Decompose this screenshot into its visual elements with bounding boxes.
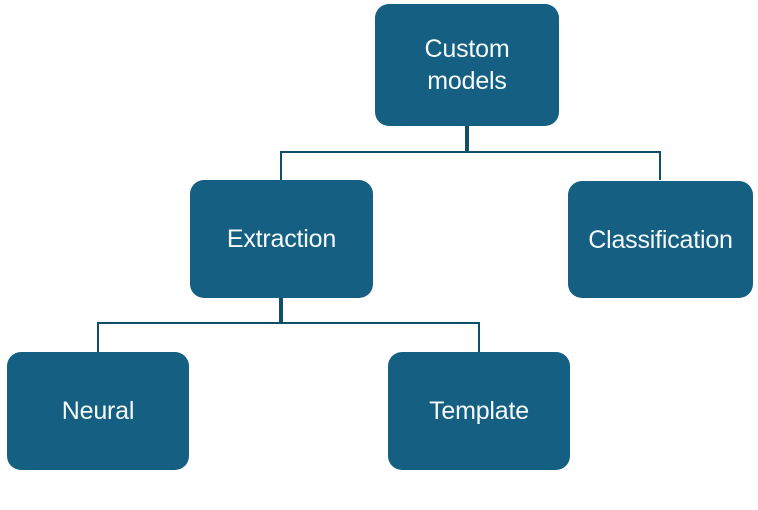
edge-hline-level-1 — [280, 151, 661, 153]
node-classification: Classification — [568, 181, 753, 298]
node-label: Classification — [588, 225, 733, 254]
node-label: Template — [429, 397, 529, 425]
node-label: Custom models — [424, 35, 510, 95]
node-extraction: Extraction — [190, 180, 373, 298]
edge-drop-classification — [659, 151, 661, 180]
node-template: Template — [388, 352, 570, 470]
node-label: Neural — [61, 397, 135, 425]
edge-drop-extraction — [280, 151, 282, 180]
edge-stub-custom-models — [465, 126, 469, 153]
node-neural: Neural — [7, 352, 189, 470]
edge-drop-template — [478, 322, 480, 352]
node-custom-models: Custom models — [375, 4, 559, 126]
edge-hline-level-2 — [97, 322, 480, 324]
edge-stub-extraction — [279, 298, 283, 324]
edge-drop-neural — [97, 322, 99, 352]
node-label: Extraction — [226, 225, 337, 253]
